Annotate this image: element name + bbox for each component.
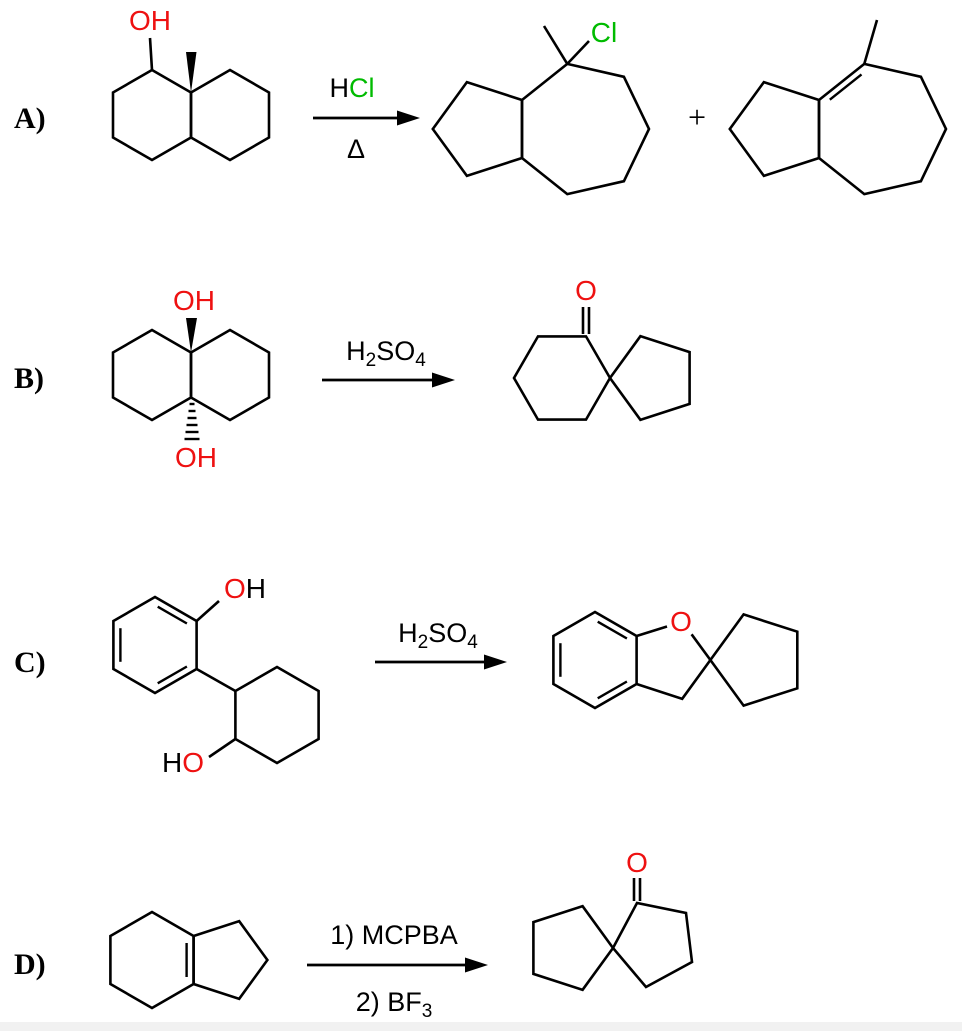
- hydroxyl-label: OH: [129, 5, 171, 36]
- reactant-phenol-cyclohexanol: OH HO: [112, 573, 320, 778]
- six-ring: [189, 328, 271, 422]
- reactant-decalindiol: OH OH: [111, 285, 271, 473]
- benzene-ring: [112, 595, 198, 695]
- carbonyl-double-bond: [581, 307, 591, 334]
- arrowhead-icon: [397, 110, 420, 126]
- reagent-above-arrow: H2SO4: [398, 618, 478, 653]
- c-oh-bond: [148, 37, 154, 71]
- reaction-a-label: A): [14, 102, 46, 135]
- carbonyl-double-bond: [632, 878, 642, 901]
- six-ring: [512, 335, 612, 421]
- five-ring: [431, 80, 524, 178]
- hydroxyl-top-label: OH: [173, 285, 215, 316]
- five-ring: [708, 612, 799, 708]
- six-ring: [189, 68, 271, 162]
- aromatic-inner-line: [597, 620, 628, 640]
- chloro-label: Cl: [591, 17, 617, 48]
- hydroxyl-hash-bond: [184, 402, 200, 441]
- hydroxyl-wedge-bond: [186, 318, 197, 353]
- reagent-above-arrow: HCl: [330, 73, 375, 103]
- product-spiro-benzofuran: O: [552, 606, 799, 710]
- reactant-decalinol: OH: [111, 5, 271, 162]
- c-cl-bond: [566, 40, 590, 65]
- reaction-arrow-c: H2SO4: [375, 618, 507, 670]
- condition-step2: 2) BF3: [356, 987, 433, 1022]
- reaction-d: D) 1) MCPBA 2) BF3 O: [14, 847, 694, 1022]
- methyl-bond: [863, 19, 879, 65]
- six-ring: [234, 665, 320, 765]
- aromatic-inner-line: [157, 665, 188, 685]
- product-alkene-bicycle: [728, 19, 948, 196]
- bottom-edge-strip: [0, 1022, 962, 1031]
- five-ring: [608, 334, 691, 422]
- product-spiro-nonanone: O: [532, 847, 694, 992]
- reaction-arrow-a: HCl Δ: [313, 73, 420, 164]
- product-chloro-bicycle: Cl: [431, 17, 651, 196]
- product-spiro-decanone: O: [512, 275, 691, 422]
- alcohol-hydroxyl-label: HO: [162, 747, 204, 778]
- c-oh-bond: [195, 600, 220, 622]
- benzene-ring: [552, 610, 638, 710]
- reaction-c: C) OH HO H2SO4 O: [14, 573, 799, 778]
- six-ring: [109, 910, 195, 1010]
- reaction-b: B) OH OH H2SO4: [14, 275, 691, 473]
- aromatic-inner-line: [157, 605, 188, 625]
- condition-below-arrow: Δ: [347, 134, 365, 164]
- arrowhead-icon: [484, 654, 507, 670]
- five-ring: [611, 901, 694, 989]
- aromatic-inner-line: [597, 680, 628, 700]
- c-o-bond: [636, 625, 668, 638]
- carbonyl-oxygen-label: O: [626, 847, 648, 878]
- five-ring: [532, 904, 615, 992]
- methyl-bond: [542, 25, 569, 65]
- reaction-b-label: B): [14, 362, 44, 395]
- double-bond-inner-line: [829, 73, 863, 101]
- arrowhead-icon: [465, 957, 488, 973]
- arrowhead-icon: [432, 372, 455, 388]
- reactant-bicyclic-alkene: [109, 910, 270, 1010]
- ring-oxygen-label: O: [670, 606, 692, 637]
- reagent-above-arrow: H2SO4: [346, 336, 426, 371]
- reaction-a: A) OH HCl Δ Cl +: [14, 5, 948, 196]
- c-oh-bond: [208, 737, 237, 759]
- five-ring: [728, 80, 821, 178]
- condition-step1: 1) MCPBA: [330, 920, 458, 950]
- seven-ring: [817, 62, 948, 196]
- phenol-hydroxyl-label: OH: [224, 573, 266, 604]
- five-ring: [192, 919, 270, 1001]
- reaction-arrow-b: H2SO4: [322, 336, 455, 388]
- furan-lower-bonds: [636, 659, 712, 701]
- six-ring: [111, 328, 193, 422]
- o-spiro-bond: [690, 633, 712, 661]
- methyl-wedge-bond: [186, 52, 197, 93]
- hydroxyl-bottom-label: OH: [175, 442, 217, 473]
- carbonyl-oxygen-label: O: [575, 275, 597, 306]
- plus-sign: +: [688, 99, 706, 135]
- seven-ring: [520, 62, 651, 196]
- reaction-c-label: C): [14, 646, 46, 679]
- reaction-d-label: D): [14, 948, 46, 981]
- reaction-arrow-d: 1) MCPBA 2) BF3: [307, 920, 488, 1022]
- six-ring: [111, 68, 193, 162]
- ring-ring-bond: [195, 667, 237, 693]
